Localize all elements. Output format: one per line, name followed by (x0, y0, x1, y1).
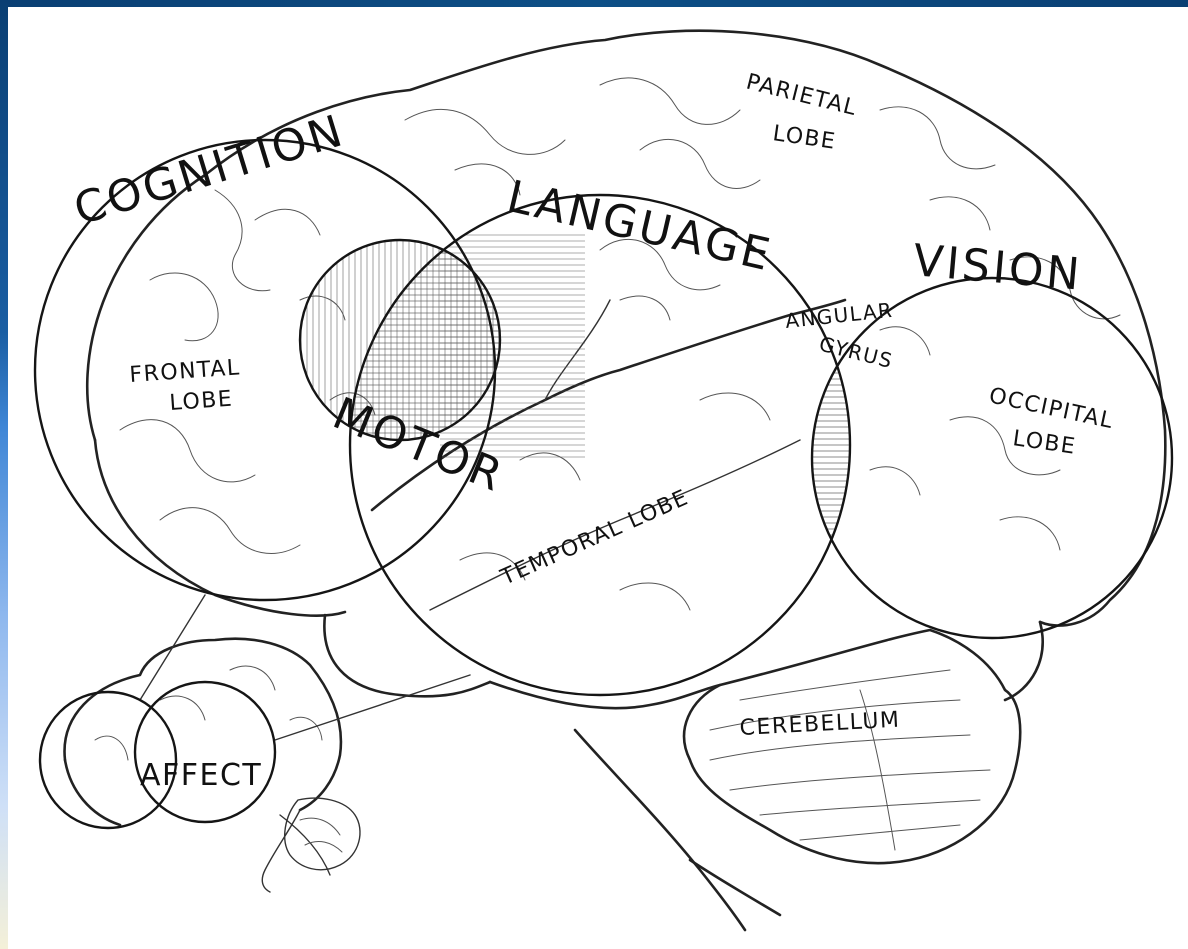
affect-label: AFFECT (140, 758, 262, 793)
brain-stem (575, 730, 780, 930)
temporal-lobe-label: TEMPORAL LOBE (496, 485, 692, 591)
occipital-lobe-label-line2: LOBE (1011, 426, 1078, 460)
angular-gyrus-label-line1: ANGULAR (784, 298, 894, 333)
parietal-lobe-label-line1: PARIETAL (744, 70, 860, 122)
cerebellum-drawing (684, 630, 1020, 863)
occipital-lobe-label-line1: OCCIPITAL (987, 383, 1116, 434)
affect-circle-right (135, 682, 275, 822)
connector-line-upper (140, 595, 205, 700)
frontal-lobe-label-line2: LOBE (169, 387, 234, 416)
connector-line-lower (275, 675, 470, 740)
frontal-lobe-label-line1: FRONTAL (129, 355, 242, 388)
vision-label: VISION (911, 235, 1084, 301)
angular-gyrus-label-line2: GYRUS (817, 332, 896, 374)
parietal-lobe-label-line2: LOBE (771, 121, 838, 155)
cognition-label: COGNITION (68, 105, 350, 236)
vision-circle (812, 278, 1172, 638)
cerebellum-label: CEREBELLUM (739, 708, 901, 741)
